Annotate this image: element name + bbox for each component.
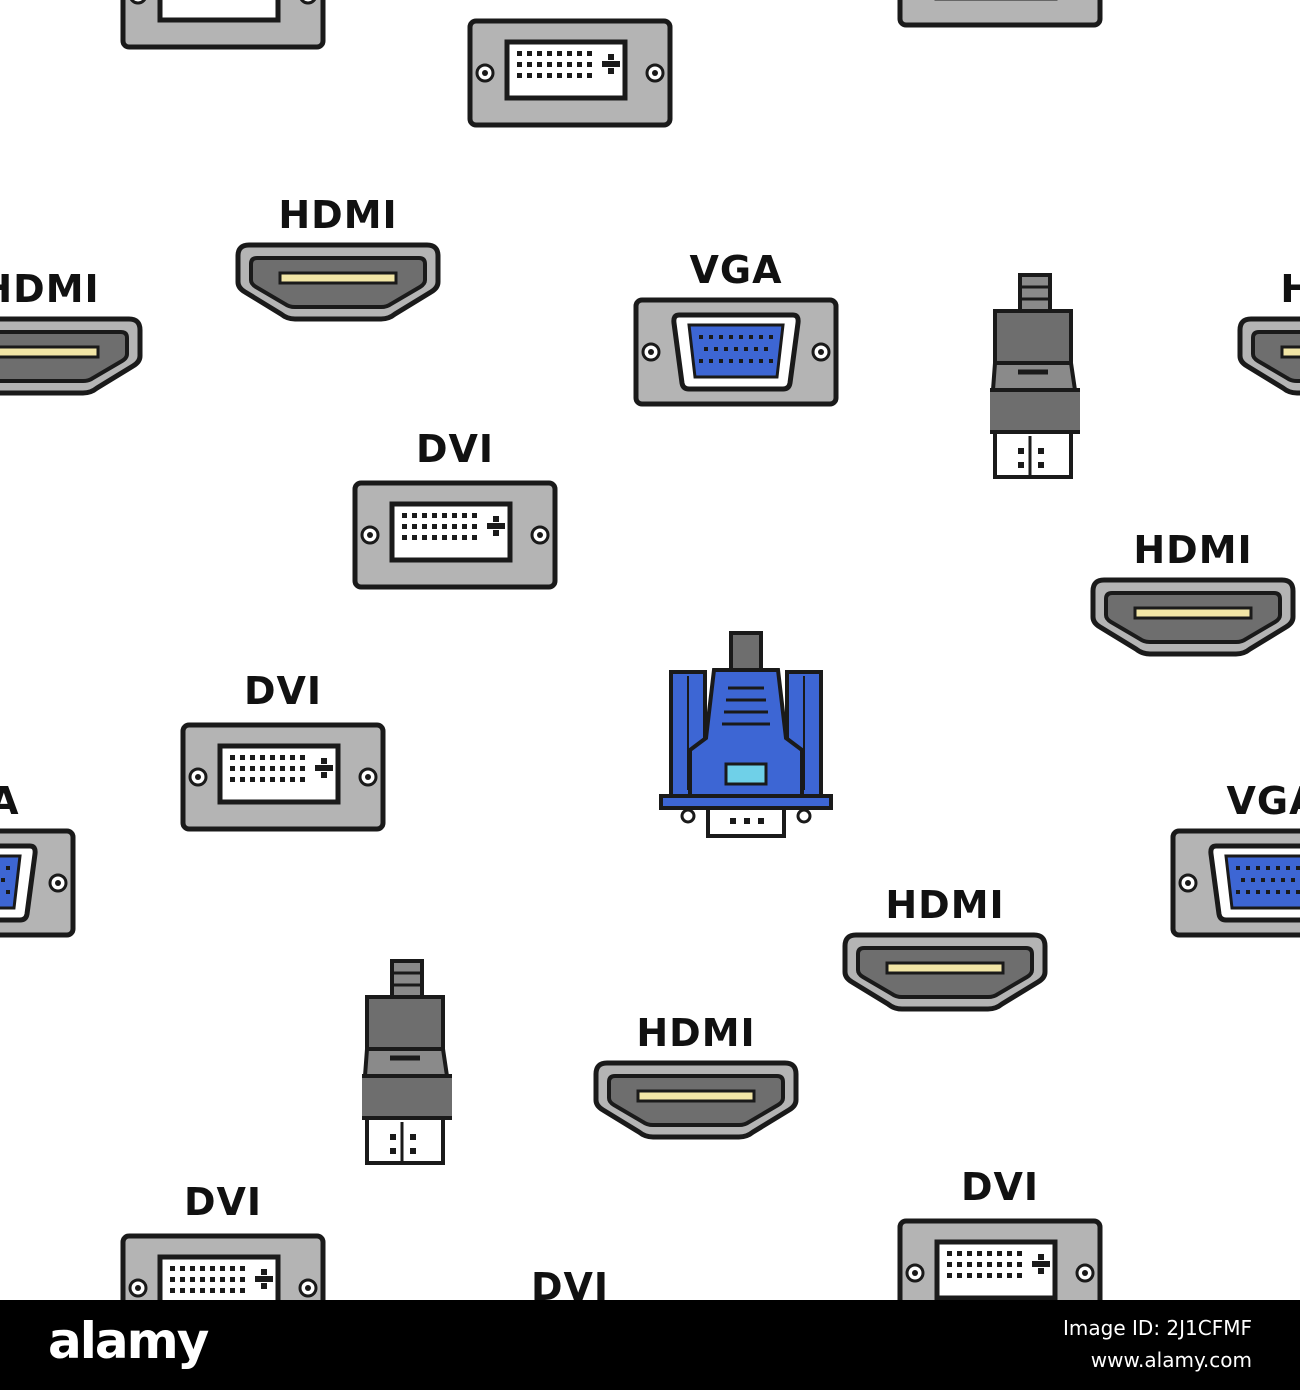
dvi-connector-icon — [120, 0, 326, 54]
dvi-label: DVI — [467, 0, 673, 6]
hdmi-connector-icon — [1237, 316, 1300, 400]
hdmi-label: HDMI — [0, 267, 100, 311]
stock-footer-bar: alamy Image ID: 2J1CFMF www.alamy.com — [0, 1300, 1300, 1390]
hdmi-label: HDMI — [1133, 528, 1253, 572]
dvi-connector-icon — [180, 722, 386, 836]
hdmi-connector-icon — [593, 1060, 799, 1144]
dvi-label: DVI — [183, 1180, 263, 1224]
usb-plug-icon — [982, 272, 1084, 488]
dvi-connector-icon — [352, 480, 558, 594]
hdmi-connector-icon — [842, 932, 1048, 1016]
dvi-connector-icon — [467, 18, 673, 132]
hdmi-label: HDMI — [278, 193, 398, 237]
image-id-text: Image ID: 2J1CFMF — [1063, 1316, 1252, 1340]
hdmi-label: HDMI — [1280, 267, 1300, 311]
vga-connector-icon — [0, 828, 76, 942]
hdmi-connector-icon — [0, 316, 143, 400]
dvi-connector-icon — [120, 1233, 326, 1300]
hdmi-connector-icon — [1090, 577, 1296, 661]
hdmi-label: HDMI — [636, 1011, 756, 1055]
hdmi-connector-icon — [235, 242, 441, 326]
usb-plug-icon — [354, 958, 456, 1174]
vga-label: VGA — [0, 779, 20, 823]
vga-label: VGA — [689, 248, 783, 292]
dvi-label: DVI — [960, 1165, 1040, 1209]
dvi-label: DVI — [530, 1265, 610, 1300]
vga-connector-icon — [1170, 828, 1300, 942]
dvi-connector-icon — [897, 1218, 1103, 1300]
connector-pattern: DVI DVI DVI HDMI — [0, 0, 1300, 1300]
dvi-connector-icon — [897, 0, 1103, 32]
vga-connector-icon — [633, 297, 839, 411]
alamy-logo: alamy — [48, 1312, 209, 1370]
dvi-label: DVI — [243, 669, 323, 713]
dvi-label: DVI — [415, 427, 495, 471]
site-url-text: www.alamy.com — [1090, 1348, 1252, 1372]
vga-label: VGA — [1226, 779, 1300, 823]
hdmi-label: HDMI — [885, 883, 1005, 927]
vga-plug-icon — [658, 630, 834, 844]
